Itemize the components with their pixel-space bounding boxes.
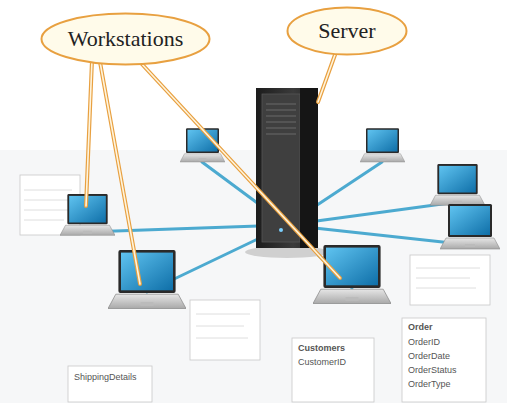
laptop (60, 128, 500, 308)
callout-bubble: Workstations (40, 12, 211, 66)
server-tower (245, 88, 329, 258)
schema-field: Order (408, 322, 433, 332)
callout-bubble: Server (286, 6, 408, 56)
schema-field: OrderDate (408, 351, 450, 361)
schema-rows (24, 190, 480, 338)
leader-line (86, 52, 340, 284)
schema-field: OrderType (408, 379, 451, 389)
schema-tables (20, 175, 490, 402)
callout-text: Server (318, 18, 375, 44)
leader-line-core (86, 52, 340, 284)
schema-field: OrderStatus (408, 365, 457, 375)
schema-field: OrderID (408, 337, 440, 347)
schema-field: CustomerID (298, 357, 346, 367)
schema-field: ShippingDetails (74, 372, 137, 382)
callout-text: Workstations (68, 26, 184, 52)
floor (0, 150, 507, 403)
schema-field: Customers (298, 343, 345, 353)
